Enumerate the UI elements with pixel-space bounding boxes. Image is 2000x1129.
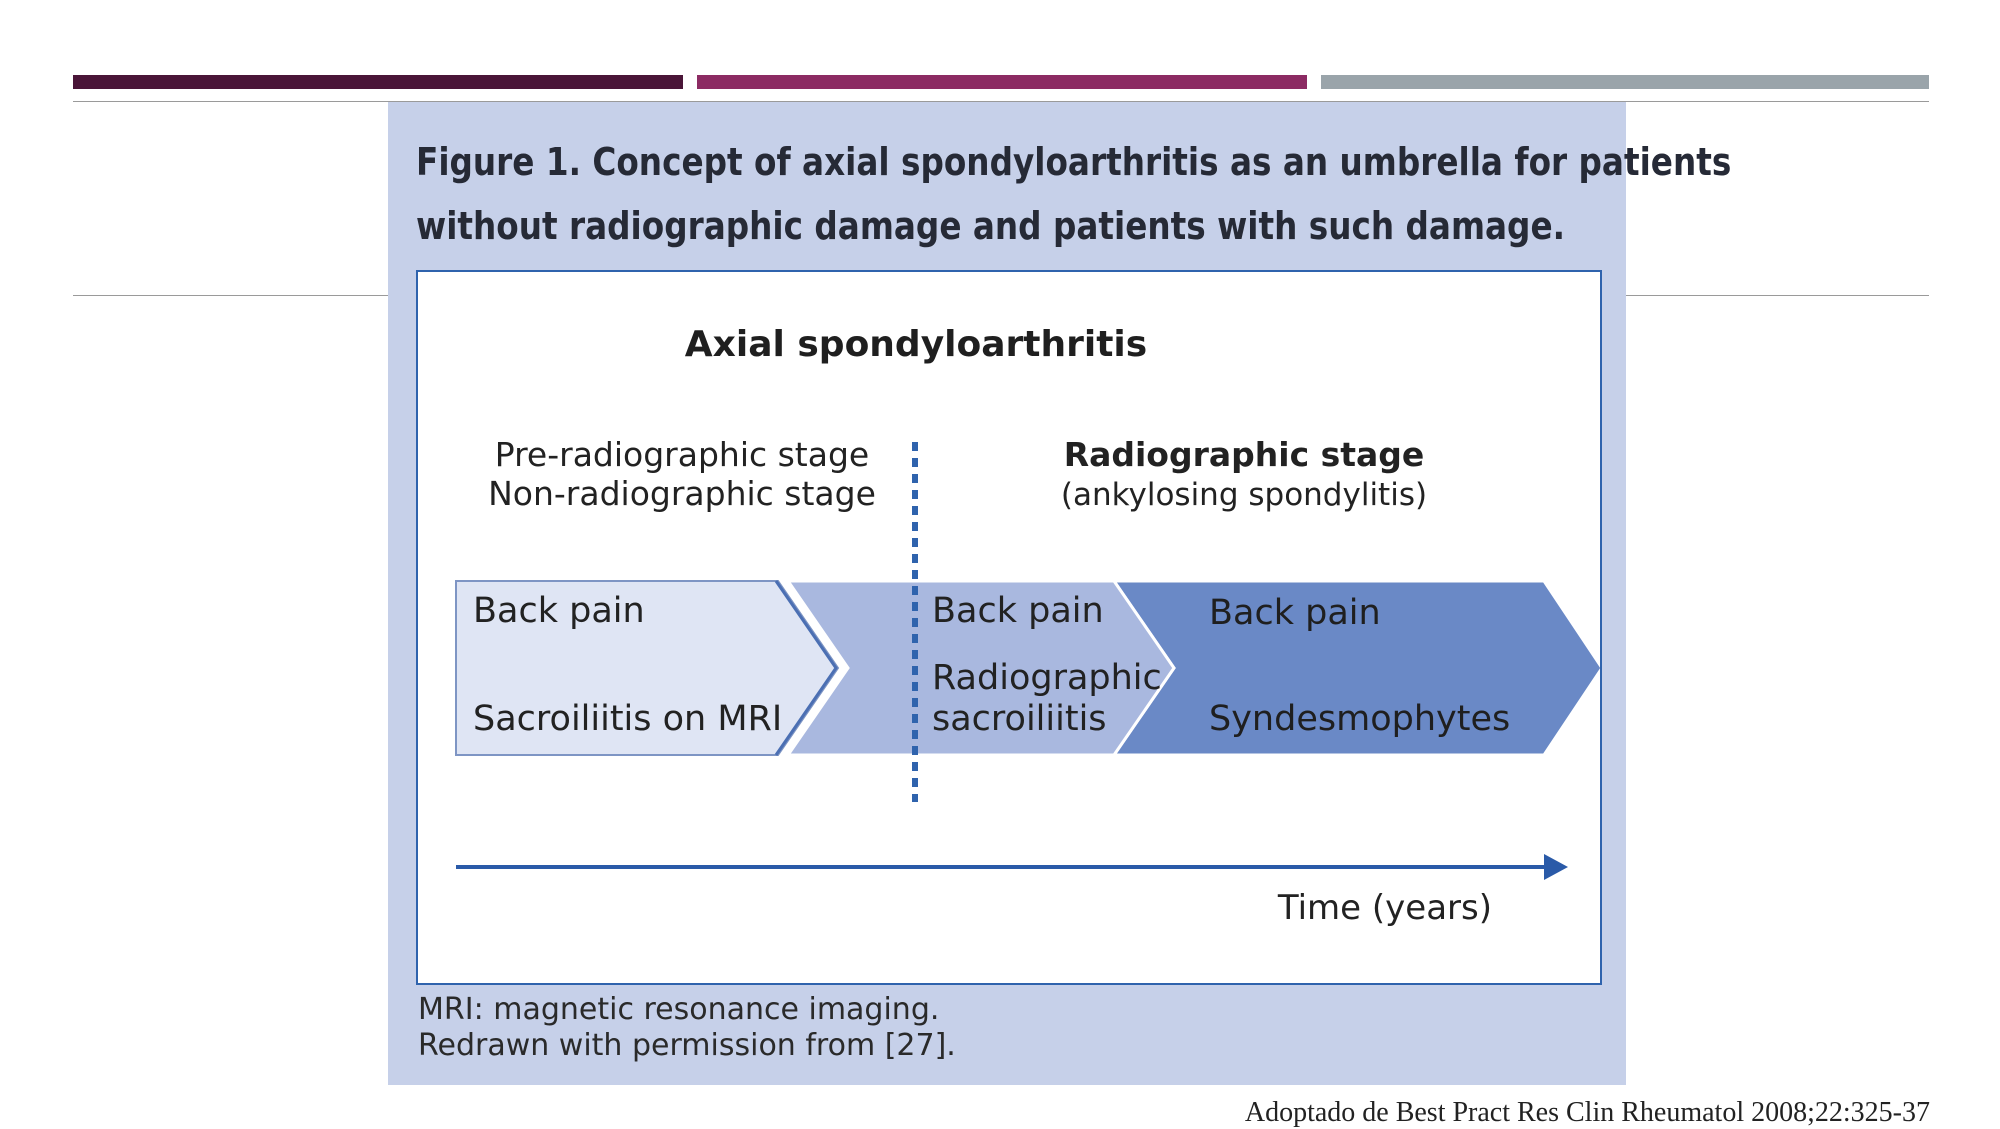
figure-title: Figure 1. Concept of axial spondyloarthr… xyxy=(416,130,1732,258)
decorative-bar-magenta xyxy=(697,75,1307,89)
time-axis-arrowhead-icon xyxy=(1544,854,1568,880)
stage-3-line-2: Syndesmophytes xyxy=(1209,699,1510,739)
ankylosing-spondylitis-label: (ankylosing spondylitis) xyxy=(1061,477,1427,513)
radiographic-stage-label: Radiographic stage xyxy=(1064,435,1425,474)
non-radiographic-label: Non-radiographic stage xyxy=(488,474,876,513)
figure-note-2: Redrawn with permission from [27]. xyxy=(418,1028,956,1063)
stage-1-chevron-edge xyxy=(774,580,838,756)
stage-diagram: Axial spondyloarthritis Pre-radiographic… xyxy=(455,324,1604,928)
stage-2-line-3: sacroiliitis xyxy=(932,699,1107,739)
time-axis-label: Time (years) xyxy=(1277,888,1492,928)
diagram-heading: Axial spondyloarthritis xyxy=(685,324,1147,365)
stage-2-line-1: Back pain xyxy=(932,591,1104,631)
figure-title-line-1: Figure 1. Concept of axial spondyloarthr… xyxy=(416,140,1732,184)
stage-2-chevron xyxy=(785,579,1176,757)
decorative-bar-dark xyxy=(73,75,683,89)
figure-title-line-2: without radiographic damage and patients… xyxy=(416,204,1566,248)
stage-1-chevron xyxy=(455,580,840,756)
figure-notes: MRI: magnetic resonance imaging. Redrawn… xyxy=(418,992,956,1064)
stage-2-line-2: Radiographic xyxy=(932,658,1162,698)
stage-3-line-1: Back pain xyxy=(1209,593,1381,633)
divider-line-top xyxy=(73,101,1929,102)
stage-1-line-1: Back pain xyxy=(473,591,645,631)
stage-1-line-2: Sacroiliitis on MRI xyxy=(473,699,782,739)
diagram-frame: Axial spondyloarthritis Pre-radiographic… xyxy=(416,270,1604,985)
figure-panel: Figure 1. Concept of axial spondyloarthr… xyxy=(388,102,1732,1085)
pre-radiographic-label: Pre-radiographic stage xyxy=(495,435,869,474)
source-credit: Adoptado de Best Pract Res Clin Rheumato… xyxy=(1244,1097,1930,1128)
figure-note-1: MRI: magnetic resonance imaging. xyxy=(418,992,940,1027)
decorative-bar-grey xyxy=(1321,75,1929,89)
